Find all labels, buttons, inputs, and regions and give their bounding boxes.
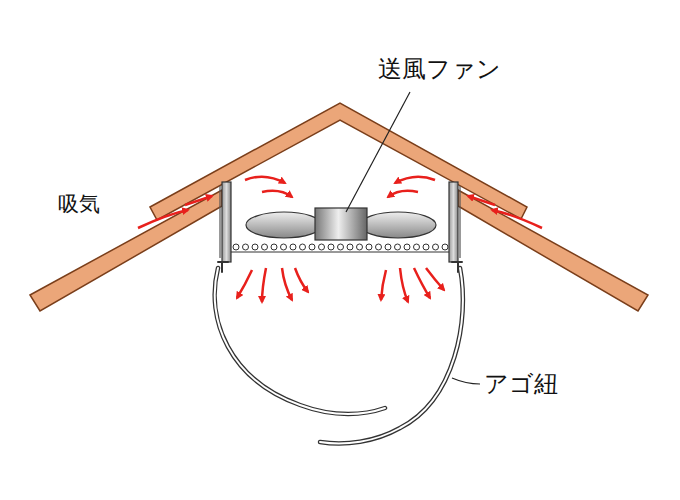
plate-hole <box>423 244 429 250</box>
plate-hole <box>290 244 296 250</box>
part-label: 送風ファン <box>378 56 501 84</box>
plate-hole <box>281 244 287 250</box>
chin-strap <box>215 262 463 443</box>
roof <box>30 103 648 311</box>
plate-hole <box>252 244 258 250</box>
airflow-arrows <box>138 177 542 302</box>
part-label: 吸気 <box>58 192 100 216</box>
plate-line <box>231 252 449 253</box>
plate-hole <box>395 244 401 250</box>
plate-hole <box>414 244 420 250</box>
plate-hole <box>357 244 363 250</box>
plate-hole <box>319 244 325 250</box>
plate-hole <box>262 244 268 250</box>
fan <box>246 208 436 240</box>
plate-hole <box>338 244 344 250</box>
plate-hole <box>309 244 315 250</box>
plate-hole <box>233 244 239 250</box>
plate-hole <box>366 244 372 250</box>
plate-hole <box>347 244 353 250</box>
leader-lines <box>346 92 480 384</box>
plate-hole <box>243 244 249 250</box>
plate-hole <box>385 244 391 250</box>
plate-hole <box>300 244 306 250</box>
perforated-plate <box>233 244 448 250</box>
plate-hole <box>442 244 448 250</box>
part-label: アゴ紐 <box>484 371 558 399</box>
plate-hole <box>271 244 277 250</box>
plate-hole <box>328 244 334 250</box>
housing <box>220 182 460 262</box>
plate-hole <box>433 244 439 250</box>
plate-hole <box>376 244 382 250</box>
plate-hole <box>404 244 410 250</box>
